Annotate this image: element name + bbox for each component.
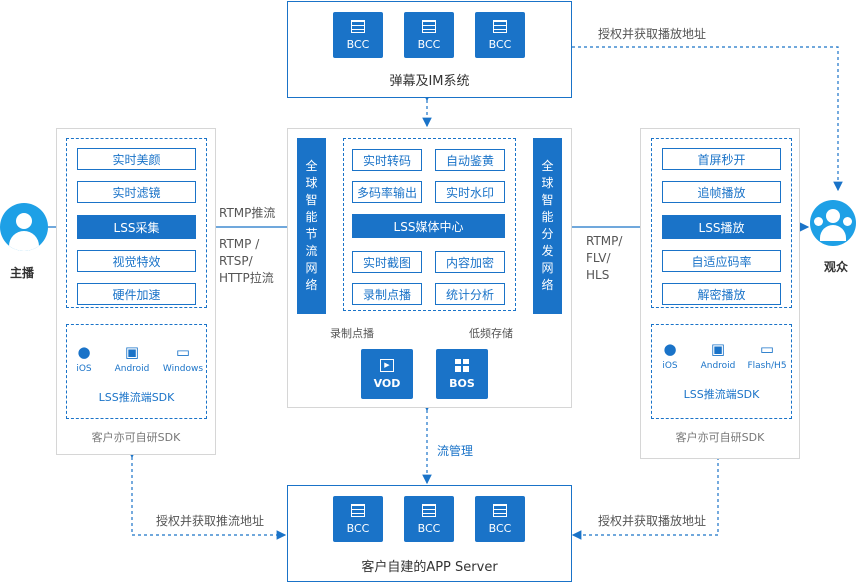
bcc-server-3: BCC bbox=[475, 12, 525, 58]
auth-play-bottom-label: 授权并获取播放地址 bbox=[598, 514, 707, 528]
ingest-network-bar: 全球智能节流网络 bbox=[297, 138, 326, 314]
play-sdk-title: LSS推流端SDK bbox=[683, 388, 760, 401]
feature-frame-chase: 追帧播放 bbox=[662, 181, 781, 203]
server-icon bbox=[493, 503, 507, 517]
push-sdk-caption: 客户亦可自研SDK bbox=[91, 431, 181, 444]
feature-content-encrypt: 内容加密 bbox=[435, 251, 505, 273]
feature-record-vod: 录制点播 bbox=[352, 283, 422, 305]
push-sdk-platforms: ● iOS ▣ Android ▭ Windows LSS推流端SDK bbox=[66, 324, 207, 419]
push-feature-group: 实时美颜 实时滤镜 LSS采集 视觉特效 硬件加速 bbox=[66, 138, 207, 308]
play-sdk-caption: 客户亦可自研SDK bbox=[675, 431, 765, 444]
feature-multi-bitrate: 多码率输出 bbox=[352, 181, 422, 203]
platform-flash-h5: ▭ Flash/H5 bbox=[747, 340, 787, 371]
server-icon bbox=[493, 19, 507, 33]
push-sdk-panel: 实时美颜 实时滤镜 LSS采集 视觉特效 硬件加速 ● iOS ▣ Androi… bbox=[56, 128, 216, 455]
app-server-box: BCC BCC BCC 客户自建的APP Server bbox=[287, 485, 572, 582]
bcc-server-1: BCC bbox=[333, 12, 383, 58]
platform-windows: ▭ Windows bbox=[162, 343, 204, 374]
feature-auto-porn-detect: 自动鉴黄 bbox=[435, 149, 505, 171]
android-icon: ▣ bbox=[710, 340, 726, 358]
feature-realtime-transcode: 实时转码 bbox=[352, 149, 422, 171]
server-icon bbox=[351, 19, 365, 33]
record-vod-label: 录制点播 bbox=[330, 327, 374, 340]
rtmp-push-label: RTMP推流 bbox=[219, 206, 276, 220]
grid-icon bbox=[455, 358, 469, 372]
stream-management-label: 流管理 bbox=[437, 444, 474, 458]
feature-realtime-filter: 实时滤镜 bbox=[77, 181, 196, 203]
server-icon bbox=[422, 503, 436, 517]
video-icon: ▶ bbox=[380, 358, 394, 372]
bcc-server-2: BCC bbox=[404, 12, 454, 58]
cold-storage-label: 低频存储 bbox=[469, 327, 513, 340]
play-feature-group: 首屏秒开 追帧播放 LSS播放 自适应码率 解密播放 bbox=[651, 138, 792, 308]
monitor-icon: ▭ bbox=[175, 343, 191, 361]
media-center-panel: 全球智能节流网络 全球智能分发网络 实时转码 自动鉴黄 多码率输出 实时水印 L… bbox=[287, 128, 572, 408]
im-system-box: BCC BCC BCC 弹幕及IM系统 bbox=[287, 1, 572, 98]
auth-play-top-label: 授权并获取播放地址 bbox=[598, 27, 707, 41]
pull-protocols-label: RTMP / RTSP/ HTTP拉流 bbox=[219, 237, 274, 285]
feature-visual-effects: 视觉特效 bbox=[77, 250, 196, 272]
top-server-group: BCC BCC BCC bbox=[333, 12, 525, 58]
distribution-network-bar: 全球智能分发网络 bbox=[533, 138, 562, 314]
feature-fast-start: 首屏秒开 bbox=[662, 148, 781, 170]
feature-adaptive-bitrate: 自适应码率 bbox=[662, 250, 781, 272]
platform-android: ▣ Android bbox=[700, 340, 736, 371]
bcc-server-5: BCC bbox=[404, 496, 454, 542]
feature-realtime-beauty: 实时美颜 bbox=[77, 148, 196, 170]
platform-android: ▣ Android bbox=[114, 343, 150, 374]
host-avatar-icon bbox=[0, 203, 48, 251]
lss-media-center: LSS媒体中心 bbox=[352, 214, 505, 238]
bcc-server-4: BCC bbox=[333, 496, 383, 542]
audience-avatar-icon bbox=[810, 200, 856, 246]
platform-ios: ● iOS bbox=[76, 343, 92, 374]
feature-hw-accel: 硬件加速 bbox=[77, 283, 196, 305]
audience-label: 观众 bbox=[824, 260, 849, 274]
vod-service: ▶ VOD bbox=[361, 349, 413, 399]
bcc-server-6: BCC bbox=[475, 496, 525, 542]
apple-icon: ● bbox=[77, 343, 91, 361]
server-icon bbox=[422, 19, 436, 33]
android-icon: ▣ bbox=[124, 343, 140, 361]
feature-realtime-snapshot: 实时截图 bbox=[352, 251, 422, 273]
feature-lss-play: LSS播放 bbox=[662, 215, 781, 239]
feature-stats-analysis: 统计分析 bbox=[435, 283, 505, 305]
play-sdk-panel: 首屏秒开 追帧播放 LSS播放 自适应码率 解密播放 ● iOS ▣ Andro… bbox=[640, 128, 800, 459]
feature-realtime-watermark: 实时水印 bbox=[435, 181, 505, 203]
im-system-title: 弹幕及IM系统 bbox=[389, 74, 470, 89]
platform-ios: ● iOS bbox=[662, 340, 678, 371]
monitor-icon: ▭ bbox=[759, 340, 775, 358]
app-server-title: 客户自建的APP Server bbox=[361, 560, 498, 575]
play-sdk-platforms: ● iOS ▣ Android ▭ Flash/H5 LSS推流端SDK bbox=[651, 324, 792, 419]
play-protocols-label: RTMP/ FLV/ HLS bbox=[586, 234, 623, 282]
bos-service: BOS bbox=[436, 349, 488, 399]
feature-decrypt-play: 解密播放 bbox=[662, 283, 781, 305]
feature-lss-capture: LSS采集 bbox=[77, 215, 196, 239]
server-icon bbox=[351, 503, 365, 517]
apple-icon: ● bbox=[663, 340, 677, 358]
push-sdk-title: LSS推流端SDK bbox=[98, 391, 175, 404]
host-label: 主播 bbox=[10, 266, 35, 280]
bottom-server-group: BCC BCC BCC bbox=[333, 496, 525, 542]
auth-push-bottom-label: 授权并获取推流地址 bbox=[156, 514, 265, 528]
media-feature-group: 实时转码 自动鉴黄 多码率输出 实时水印 LSS媒体中心 实时截图 内容加密 录… bbox=[343, 138, 516, 311]
